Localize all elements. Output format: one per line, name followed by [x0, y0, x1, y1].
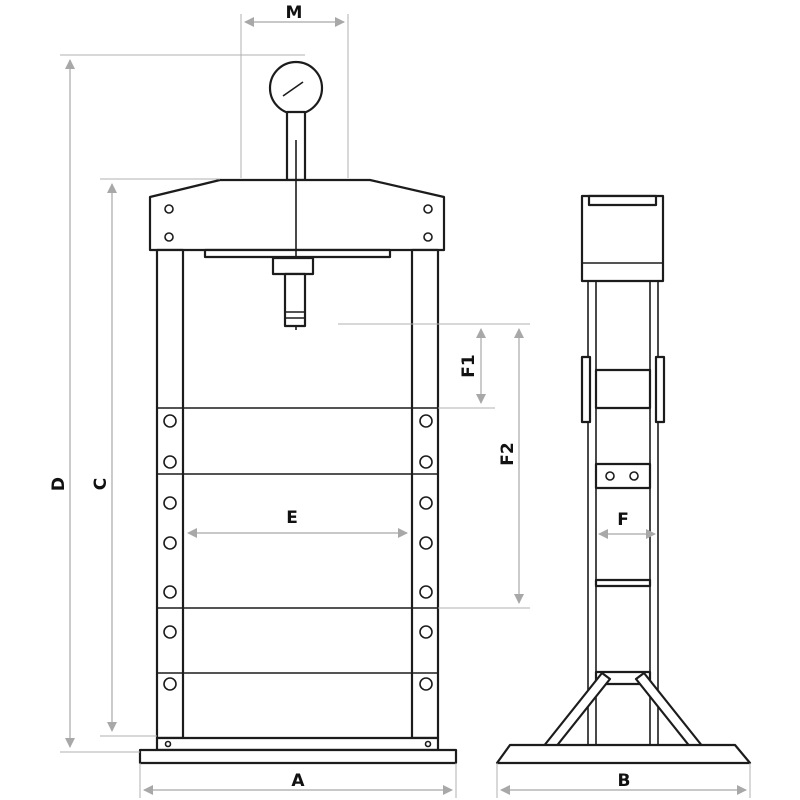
label-b: B — [618, 771, 631, 791]
label-d: D — [49, 477, 69, 491]
bed-bars — [157, 407, 438, 674]
label-e: E — [286, 508, 298, 528]
label-c: C — [91, 478, 111, 490]
side-view — [495, 194, 752, 765]
dimension-e: E — [187, 508, 408, 538]
dimension-m: M — [240, 3, 349, 178]
dimension-a: A — [139, 763, 457, 798]
label-f1: F1 — [459, 354, 479, 377]
side-lower-bar — [594, 578, 652, 686]
label-a: A — [291, 771, 305, 791]
top-beam — [148, 178, 446, 259]
column-holes — [163, 414, 433, 691]
dimension-f1: F1 — [338, 323, 530, 409]
left-column — [155, 248, 185, 740]
side-brackets — [580, 355, 666, 424]
front-view — [138, 60, 458, 765]
dimension-f2: F2 — [438, 328, 530, 609]
side-base — [495, 743, 752, 765]
side-top-block — [580, 194, 665, 283]
dimension-b: B — [496, 763, 751, 798]
label-m: M — [286, 3, 303, 23]
right-column — [410, 248, 440, 740]
press-piston — [271, 140, 315, 330]
front-base — [138, 736, 458, 765]
dimension-c: C — [91, 178, 220, 737]
dimension-d: D — [49, 54, 305, 753]
dimension-f: F — [598, 510, 656, 539]
side-cross-plate — [594, 462, 652, 490]
label-f2: F2 — [498, 442, 518, 465]
label-f: F — [617, 510, 629, 530]
